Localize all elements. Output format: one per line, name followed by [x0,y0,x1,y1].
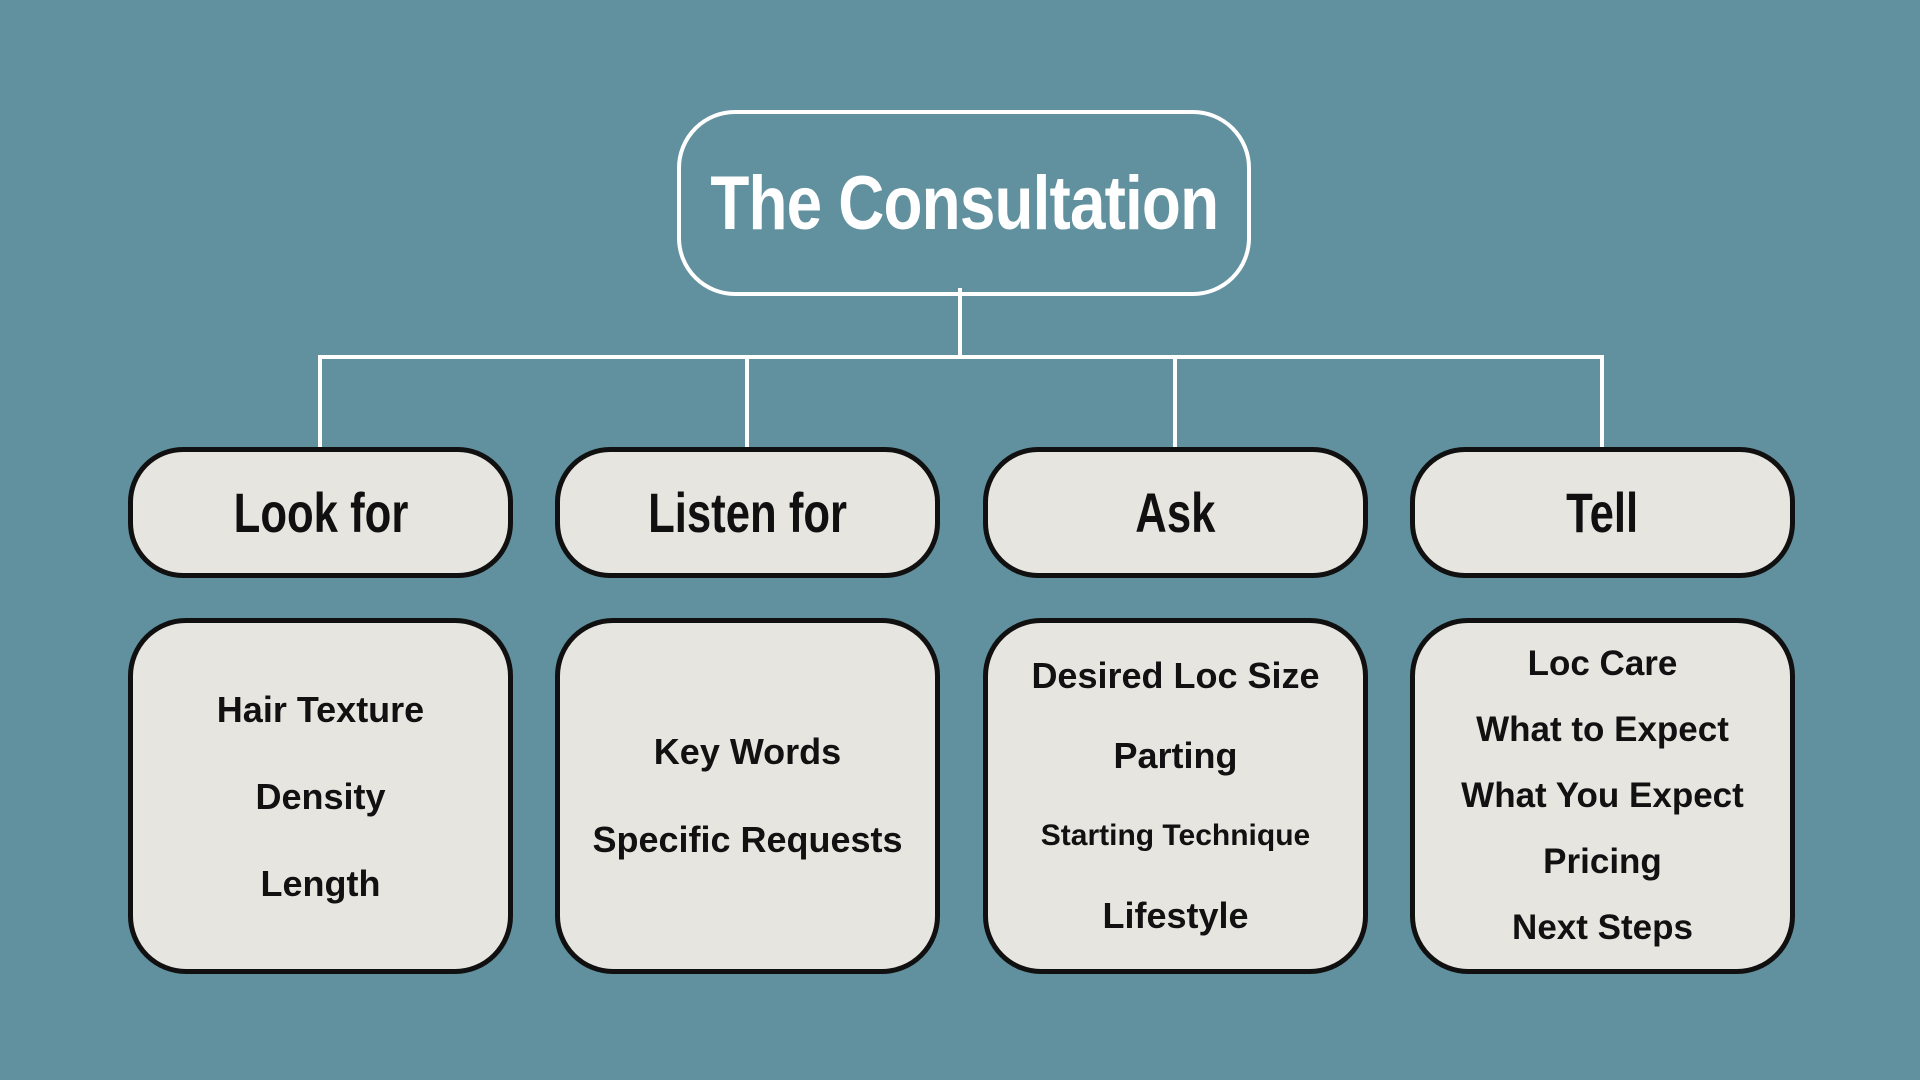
header-box-look-for: Look for [128,447,513,578]
title-box: The Consultation [677,110,1251,296]
list-item: Parting [1113,735,1238,776]
content-box-look-for: Hair Texture Density Length [128,618,513,974]
list-item: Hair Texture [216,688,425,730]
list-item: Pricing [1543,842,1662,881]
connector-drop-look-for [318,357,322,449]
connector-horizontal-bar [318,355,1604,359]
list-item: Density [255,775,386,817]
list-item: Specific Requests [592,819,903,860]
header-label-look-for: Look for [233,481,408,544]
header-label-ask: Ask [1135,481,1216,544]
list-item: What to Expect [1476,710,1729,749]
content-box-listen-for: Key Words Specific Requests [555,618,940,974]
list-item: Starting Technique [1040,819,1311,852]
connector-drop-tell [1600,357,1604,449]
list-item: Loc Care [1527,644,1678,683]
header-box-listen-for: Listen for [555,447,940,578]
list-item: Lifestyle [1102,895,1249,936]
list-item: Next Steps [1512,908,1693,947]
connector-drop-listen-for [745,357,749,449]
diagram-title: The Consultation [710,160,1219,246]
list-item: What You Expect [1461,776,1744,815]
content-box-ask: Desired Loc Size Parting Starting Techni… [983,618,1368,974]
connector-stem [958,288,962,357]
header-label-tell: Tell [1566,481,1639,544]
header-box-ask: Ask [983,447,1368,578]
content-box-tell: Loc Care What to Expect What You Expect … [1410,618,1795,974]
list-item: Desired Loc Size [1031,655,1320,696]
connector-drop-ask [1173,357,1177,449]
list-item: Key Words [653,731,842,772]
header-label-listen-for: Listen for [648,481,847,544]
header-box-tell: Tell [1410,447,1795,578]
list-item: Length [260,862,381,904]
